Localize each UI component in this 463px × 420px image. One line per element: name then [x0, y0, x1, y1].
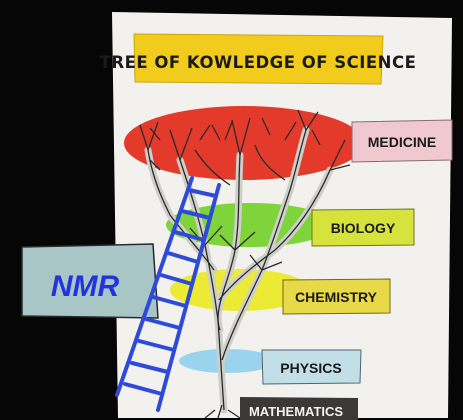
biology-label: BIOLOGY: [331, 220, 396, 236]
title-text: TREE OF KOWLEDGE OF SCIENCE: [100, 53, 417, 72]
nmr-label: NMR: [51, 270, 120, 303]
chemistry-label: CHEMISTRY: [295, 289, 378, 305]
mathematics-label: MATHEMATICS: [249, 404, 343, 419]
medicine-label: MEDICINE: [368, 134, 436, 150]
physics-label: PHYSICS: [280, 360, 341, 376]
